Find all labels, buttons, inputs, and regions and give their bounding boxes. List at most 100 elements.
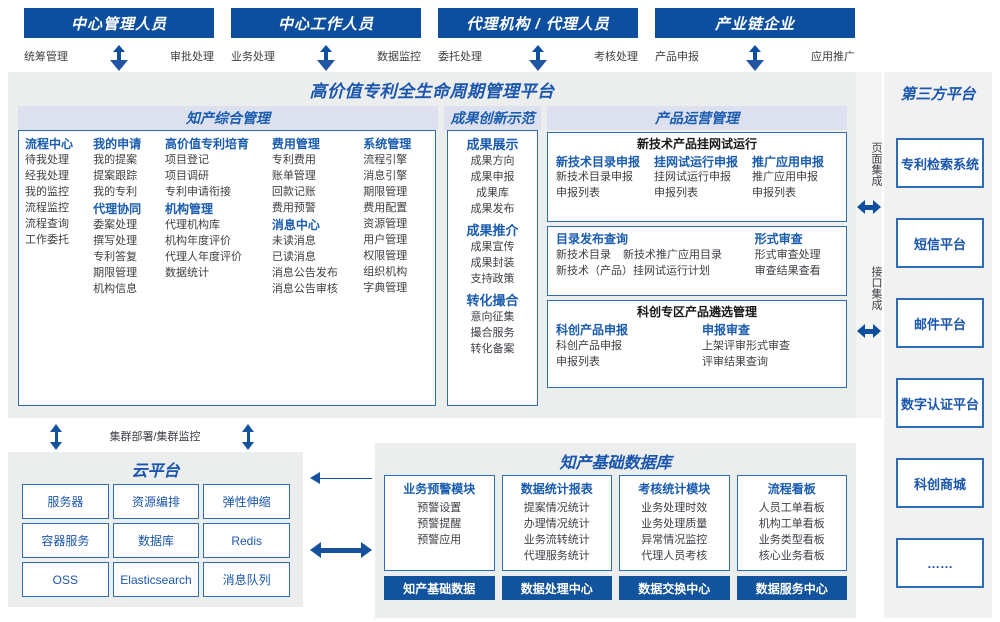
cloud-item-8[interactable]: Elasticsearch (112, 562, 200, 597)
menu-item[interactable]: 专利申请衔接 (165, 186, 232, 198)
db-module-item[interactable]: 代理服务统计 (523, 550, 590, 562)
menu-item[interactable]: 专利费用 (271, 154, 316, 166)
db-module-item[interactable]: 业务处理时效 (641, 502, 708, 514)
menu-item[interactable]: 工作委托 (25, 234, 69, 246)
cloud-item-2[interactable]: 资源编排 (112, 484, 200, 519)
menu-item[interactable]: 申报列表 (556, 356, 600, 368)
leaf-item[interactable]: 新技术目录 (556, 249, 611, 261)
db-module-item[interactable]: 提案情况统计 (523, 502, 590, 514)
db-footer-2[interactable]: 数据处理中心 (501, 576, 612, 600)
menu-item[interactable]: 转化备案 (470, 343, 515, 355)
db-module-item[interactable]: 代理人员考核 (641, 550, 708, 562)
menu-item[interactable]: 费用预警 (271, 202, 316, 214)
menu-item[interactable]: 撰写处理 (93, 235, 138, 247)
third-party-item-5[interactable]: 科创商城 (896, 458, 984, 508)
third-party-item-3[interactable]: 邮件平台 (896, 298, 984, 348)
menu-item[interactable]: 我的专利 (93, 186, 138, 198)
db-footer-4[interactable]: 数据服务中心 (736, 576, 847, 600)
menu-item[interactable]: 提案跟踪 (93, 170, 138, 182)
db-footer-1[interactable]: 知产基础数据 (384, 576, 495, 600)
db-module-item[interactable]: 核心业务看板 (758, 550, 825, 562)
menu-item[interactable]: 已读消息 (271, 251, 316, 263)
menu-item[interactable]: 申报列表 (654, 187, 698, 199)
menu-item[interactable]: 账单管理 (271, 170, 316, 182)
leaf-item[interactable]: 审查结果查看 (754, 265, 821, 277)
menu-item[interactable]: 科创产品申报 (556, 340, 622, 352)
menu-item[interactable]: 项目登记 (165, 154, 210, 166)
menu-item[interactable]: 成果申报 (470, 171, 515, 183)
menu-item[interactable]: 权限管理 (363, 250, 408, 262)
menu-item[interactable]: 成果方向 (470, 155, 515, 167)
leaf-item[interactable]: 新技术（产品）挂网试运行计划 (556, 265, 710, 277)
db-module-item[interactable]: 人员工单看板 (758, 502, 825, 514)
db-module-item[interactable]: 异常情况监控 (641, 534, 708, 546)
menu-item[interactable]: 组织机构 (363, 266, 408, 278)
leaf-item[interactable]: 新技术推广应用目录 (623, 249, 722, 261)
cloud-item-3[interactable]: 弹性伸缩 (203, 484, 290, 519)
db-module-item[interactable]: 预警提醒 (417, 518, 462, 530)
cloud-item-5[interactable]: 数据库 (112, 523, 200, 558)
role-bar-2[interactable]: 中心工作人员 (231, 8, 421, 38)
menu-item[interactable]: 项目调研 (165, 170, 210, 182)
menu-item[interactable]: 我的监控 (25, 186, 69, 198)
db-module-item[interactable]: 机构工单看板 (758, 518, 825, 530)
third-party-item-2[interactable]: 短信平台 (896, 218, 984, 268)
menu-item[interactable]: 代理人年度评价 (165, 251, 243, 263)
menu-item[interactable]: 消息公告发布 (271, 267, 338, 279)
menu-item[interactable]: 经我处理 (25, 170, 69, 182)
db-module-item[interactable]: 业务流转统计 (523, 534, 590, 546)
menu-item[interactable]: 费用配置 (363, 202, 408, 214)
db-module-item[interactable]: 业务处理质量 (641, 518, 708, 530)
menu-item[interactable]: 期限管理 (93, 267, 138, 279)
menu-item[interactable]: 挂网试运行申报 (654, 171, 731, 183)
third-party-item-4[interactable]: 数字认证平台 (896, 378, 984, 428)
cloud-item-1[interactable]: 服务器 (22, 484, 109, 519)
role-bar-3[interactable]: 代理机构 / 代理人员 (438, 8, 638, 38)
role-bar-4[interactable]: 产业链企业 (655, 8, 855, 38)
menu-item[interactable]: 资源管理 (363, 218, 408, 230)
menu-item[interactable]: 流程查询 (25, 218, 69, 230)
menu-item[interactable]: 上架评审形式审查 (702, 340, 790, 352)
menu-item[interactable]: 成果发布 (470, 203, 515, 215)
cloud-item-9[interactable]: 消息队列 (203, 562, 290, 597)
menu-item[interactable]: 数据统计 (165, 267, 210, 279)
db-module-item[interactable]: 预警应用 (417, 534, 462, 546)
menu-item[interactable]: 委案处理 (93, 219, 138, 231)
menu-item[interactable]: 流程引擎 (363, 154, 408, 166)
cloud-item-6[interactable]: Redis (203, 523, 290, 558)
menu-item[interactable]: 未读消息 (271, 235, 316, 247)
menu-item[interactable]: 推广应用申报 (752, 171, 818, 183)
menu-item[interactable]: 机构年度评价 (165, 235, 232, 247)
third-party-item-6[interactable]: …… (896, 538, 984, 588)
menu-item[interactable]: 意向征集 (470, 311, 515, 323)
menu-item[interactable]: 待我处理 (25, 154, 69, 166)
menu-item[interactable]: 新技术目录申报 (556, 171, 633, 183)
menu-item[interactable]: 我的提案 (93, 154, 138, 166)
menu-item[interactable]: 代理机构库 (165, 219, 221, 231)
menu-item[interactable]: 消息公告审核 (271, 283, 338, 295)
menu-item[interactable]: 消息引擎 (363, 170, 408, 182)
menu-item[interactable]: 流程监控 (25, 202, 69, 214)
cloud-item-4[interactable]: 容器服务 (22, 523, 109, 558)
menu-item[interactable]: 申报列表 (556, 187, 600, 199)
role-bar-1[interactable]: 中心管理人员 (24, 8, 214, 38)
menu-item[interactable]: 机构信息 (93, 283, 138, 295)
menu-item[interactable]: 成果宣传 (470, 241, 515, 253)
menu-item[interactable]: 成果库 (476, 187, 509, 199)
menu-item[interactable]: 用户管理 (363, 234, 408, 246)
menu-item[interactable]: 撮合服务 (470, 327, 515, 339)
leaf-item[interactable]: 形式审查处理 (754, 249, 821, 261)
menu-item[interactable]: 支持政策 (470, 273, 515, 285)
menu-item[interactable]: 回款记账 (271, 186, 316, 198)
menu-item[interactable]: 评审结果查询 (702, 356, 768, 368)
db-module-item[interactable]: 办理情况统计 (523, 518, 590, 530)
db-module-item[interactable]: 预警设置 (417, 502, 462, 514)
db-module-item[interactable]: 业务类型看板 (758, 534, 825, 546)
menu-item[interactable]: 成果封装 (470, 257, 515, 269)
menu-item[interactable]: 申报列表 (752, 187, 796, 199)
menu-item[interactable]: 专利答复 (93, 251, 138, 263)
db-footer-3[interactable]: 数据交换中心 (619, 576, 730, 600)
third-party-item-1[interactable]: 专利检索系统 (896, 138, 984, 188)
menu-item[interactable]: 字典管理 (363, 282, 408, 294)
cloud-item-7[interactable]: OSS (22, 562, 109, 597)
